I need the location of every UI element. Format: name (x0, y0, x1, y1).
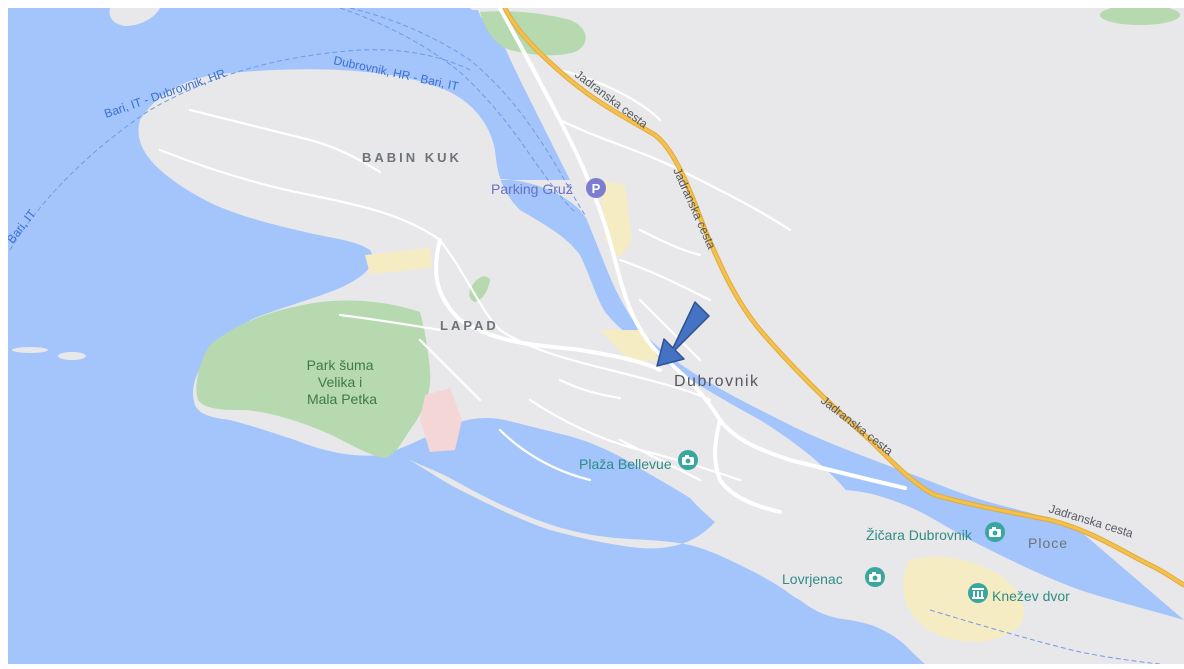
camera-icon-lens (872, 575, 878, 581)
area-label-lapad: LAPAD (440, 318, 499, 333)
camera-icon-top (992, 527, 996, 529)
islet (12, 347, 48, 353)
road-jadranska[interactable] (503, 8, 1184, 587)
poi-zicara[interactable]: Žičara Dubrovnik (866, 522, 1005, 543)
area-label-babin-kuk: BABIN KUK (362, 150, 462, 165)
museum-icon-pillar (981, 591, 983, 597)
museum-icon-base (972, 597, 984, 599)
camera-icon-top (872, 572, 876, 574)
peninsula-connector (480, 179, 720, 360)
poi-lovrjenac[interactable]: Lovrjenac (782, 567, 885, 587)
urban-block (365, 248, 432, 274)
poi-bellevue[interactable]: Plaža Bellevue (579, 450, 698, 472)
ferry-routes (9, 8, 1161, 664)
islet (109, 8, 160, 26)
parking-icon-letter: P (592, 181, 601, 196)
poi-label: Žičara Dubrovnik (866, 527, 973, 543)
camera-icon-top (685, 455, 689, 457)
camera-icon-lens (992, 530, 998, 536)
hospital-area (420, 388, 462, 452)
park-corner (1100, 8, 1180, 25)
museum-icon-roof (972, 588, 984, 590)
peninsula (138, 69, 1031, 664)
poi-label: Lovrjenac (782, 571, 843, 587)
poi-label: Parking Gruž (491, 181, 573, 197)
city-label-dubrovnik: Dubrovnik (674, 373, 760, 390)
park-label: Park šuma Velika i Mala Petka (307, 357, 378, 407)
arrow-marker-icon (656, 301, 710, 367)
islet (58, 352, 86, 360)
camera-icon-lens (685, 458, 691, 464)
poi-label: Knežev dvor (992, 588, 1070, 604)
park-area (196, 300, 431, 458)
minor-roads (158, 68, 792, 482)
museum-icon-pillar (977, 591, 979, 597)
main-roads (434, 8, 907, 514)
area-label-ploce: Ploce (1028, 535, 1068, 551)
old-town (903, 556, 1024, 642)
gruz-bay (455, 10, 611, 319)
islet (870, 596, 890, 608)
poi-label: Plaža Bellevue (579, 456, 672, 472)
parking-icon (586, 178, 606, 198)
poi-parking[interactable]: Parking Gruž P (491, 178, 606, 198)
poi-knezev-dvor[interactable]: Knežev dvor (968, 583, 1070, 604)
south-coast (400, 455, 1000, 664)
museum-icon-pillar (973, 591, 975, 597)
